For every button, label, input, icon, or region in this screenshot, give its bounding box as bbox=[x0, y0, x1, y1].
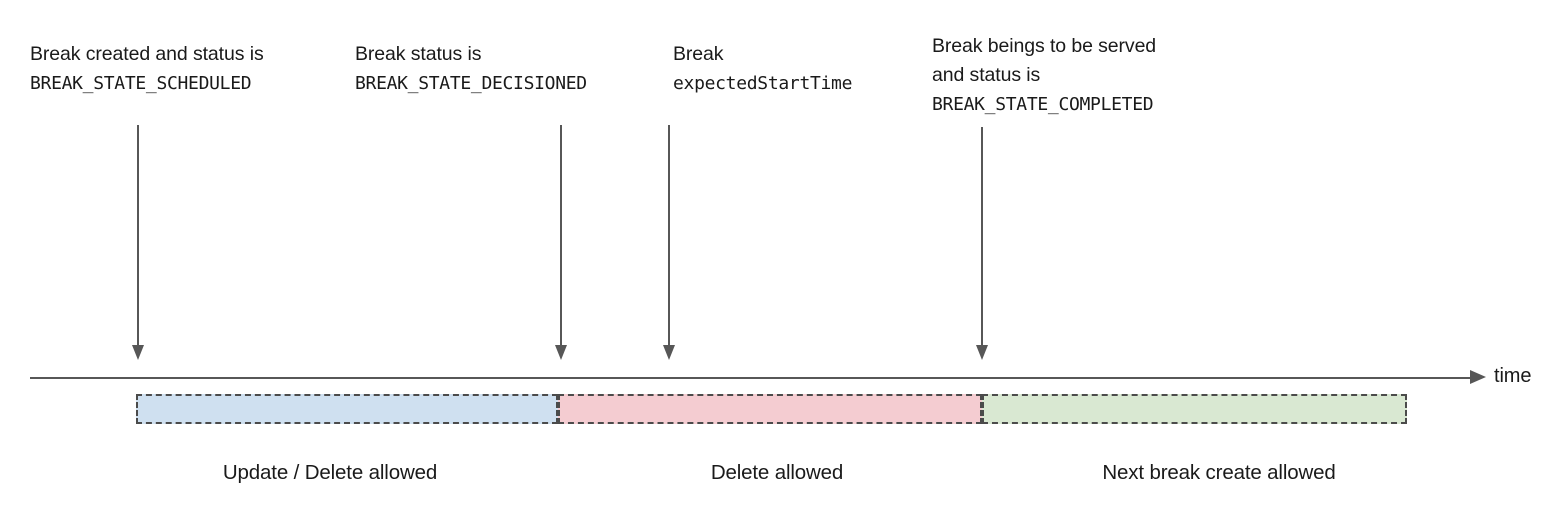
arrow-head-icon bbox=[131, 345, 144, 360]
time-axis-label: time bbox=[1494, 365, 1532, 387]
pointer-arrow-break-expected-start bbox=[662, 125, 676, 360]
pointer-arrow-break-completed bbox=[975, 127, 989, 360]
arrow-shaft bbox=[137, 125, 139, 347]
annotation-prose-line2: and status is bbox=[932, 64, 1041, 86]
phase-caption-next-break-create: Next break create allowed bbox=[1102, 461, 1336, 484]
arrow-shaft bbox=[981, 127, 983, 347]
annotation-prose: Break beings to be served bbox=[932, 35, 1157, 57]
phase-bar-next-break-create bbox=[982, 394, 1407, 424]
annotation-break-created: Break created and status is BREAK_STATE_… bbox=[30, 40, 264, 98]
arrow-shaft bbox=[668, 125, 670, 347]
annotation-prose: Break status is bbox=[355, 43, 482, 65]
annotation-state-constant: BREAK_STATE_COMPLETED bbox=[932, 94, 1154, 115]
annotation-break-expected-start: Break expectedStartTime bbox=[673, 40, 852, 98]
time-axis-arrow-icon bbox=[1470, 370, 1486, 385]
annotation-field-name: expectedStartTime bbox=[673, 73, 853, 94]
phase-bar-update-delete bbox=[136, 394, 558, 424]
annotation-prose: Break created and status is bbox=[30, 43, 264, 65]
annotation-state-constant: BREAK_STATE_DECISIONED bbox=[355, 73, 587, 94]
annotation-prose: Break bbox=[673, 43, 724, 65]
pointer-arrow-break-created bbox=[131, 125, 145, 360]
phase-caption-update-delete: Update / Delete allowed bbox=[222, 461, 438, 484]
arrow-head-icon bbox=[554, 345, 567, 360]
phase-bar-delete-only bbox=[558, 394, 982, 424]
time-axis-line bbox=[30, 377, 1470, 379]
phase-caption-delete-only: Delete allowed bbox=[710, 461, 844, 484]
annotation-state-constant: BREAK_STATE_SCHEDULED bbox=[30, 73, 252, 94]
annotation-break-decisioned: Break status is BREAK_STATE_DECISIONED bbox=[355, 40, 587, 98]
arrow-head-icon bbox=[975, 345, 988, 360]
annotation-break-completed: Break beings to be served and status is … bbox=[932, 32, 1156, 119]
arrow-head-icon bbox=[662, 345, 675, 360]
arrow-shaft bbox=[560, 125, 562, 347]
pointer-arrow-break-decisioned bbox=[554, 125, 568, 360]
